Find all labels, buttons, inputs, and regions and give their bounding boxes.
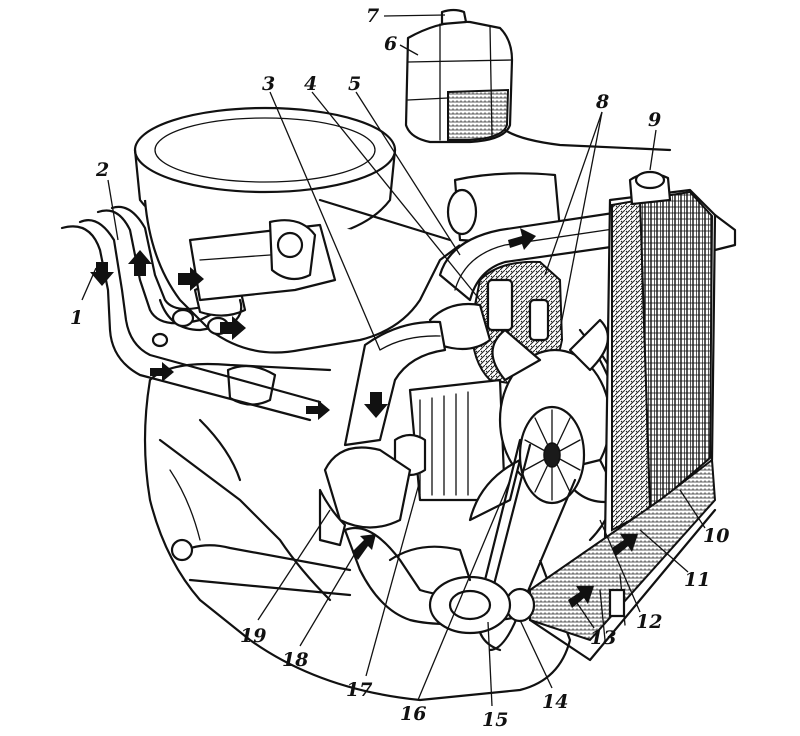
callout-7: 7	[366, 5, 379, 27]
callout-18: 18	[282, 649, 308, 671]
callout-15: 15	[482, 709, 508, 731]
flow-arrow	[128, 250, 152, 276]
flow-arrow	[220, 316, 246, 340]
flow-arrow	[364, 392, 388, 418]
callout-labels: 1 2 3 4 5 6 7 8 9 10 11 12 13 14 15 16 1…	[70, 5, 729, 731]
callout-9: 9	[648, 109, 661, 131]
flow-arrow	[306, 400, 330, 420]
water-pump-outlet	[170, 446, 412, 597]
flow-arrow	[612, 534, 638, 556]
radiator	[603, 170, 737, 542]
intake-manifold	[188, 219, 337, 302]
callout-14: 14	[542, 691, 568, 713]
callout-2: 2	[95, 159, 109, 181]
callout-11: 11	[684, 569, 710, 591]
callout-1: 1	[70, 307, 83, 329]
callout-4: 4	[304, 73, 317, 95]
air-cleaner	[133, 106, 562, 247]
coolant-flow-arrows	[90, 228, 638, 608]
flow-arrow	[568, 586, 594, 608]
cylinder-head	[393, 378, 507, 502]
callout-6: 6	[384, 33, 397, 55]
callout-3: 3	[262, 73, 275, 95]
callout-5: 5	[348, 73, 361, 95]
bypass-hose	[343, 320, 447, 447]
callout-12: 12	[636, 611, 662, 633]
callout-8: 8	[595, 91, 609, 113]
callout-13: 13	[590, 627, 616, 649]
flow-arrow	[352, 534, 376, 560]
expansion-tank	[404, 8, 672, 152]
flow-arrow	[508, 228, 536, 250]
callout-17: 17	[346, 679, 372, 701]
flow-arrow	[150, 362, 174, 382]
heater-hoses	[60, 205, 322, 422]
callout-10: 10	[703, 525, 729, 547]
flow-arrow	[178, 267, 204, 291]
callout-19: 19	[240, 625, 266, 647]
expansion-tank-cap	[440, 8, 468, 26]
callout-16: 16	[400, 703, 426, 725]
leader-lines	[81, 14, 706, 707]
